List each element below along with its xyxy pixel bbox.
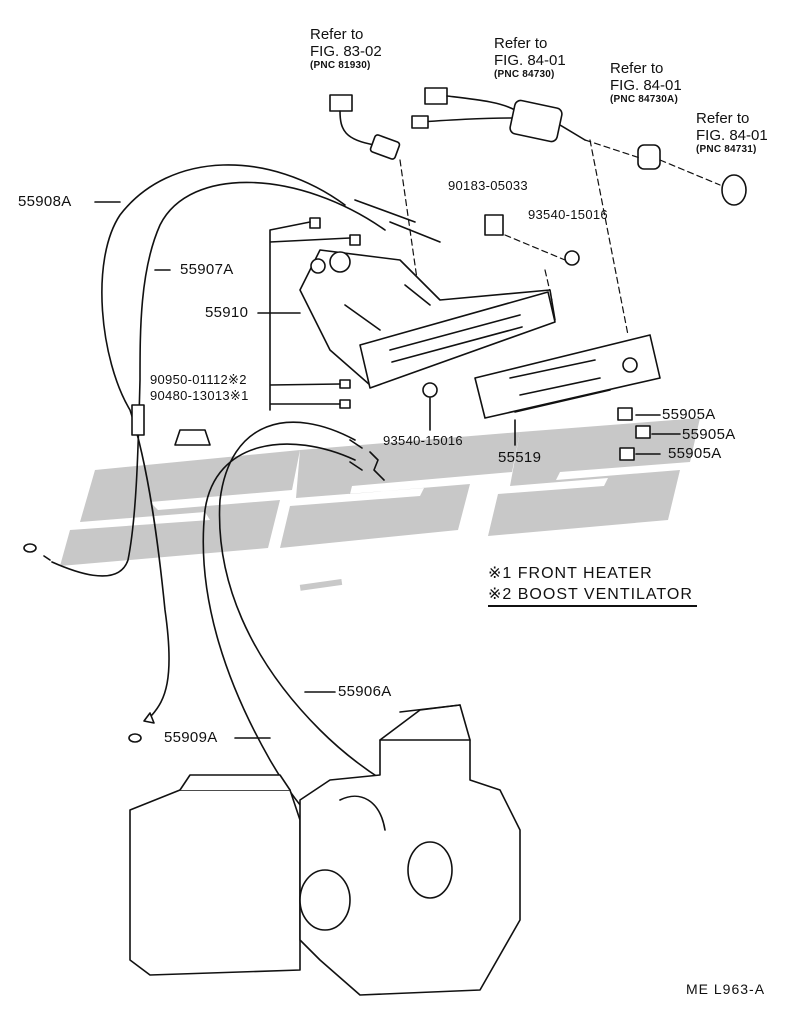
reference-line2: FIG. 84-01	[696, 127, 768, 144]
reference-pnc: (PNC 84730A)	[610, 94, 678, 105]
part-label-55519: 55519	[498, 449, 542, 466]
part-label-55907A: 55907A	[180, 261, 234, 278]
reference-fig-83-02: Refer to FIG. 83-02 (PNC 81930)	[310, 26, 382, 71]
part-label-55908A: 55908A	[18, 193, 72, 210]
reference-fig-84-01-b: Refer to FIG. 84-01 (PNC 84730A)	[610, 60, 682, 105]
reference-line2: FIG. 84-01	[494, 52, 566, 69]
reference-pnc: (PNC 84731)	[696, 144, 757, 155]
reference-fig-84-01-a: Refer to FIG. 84-01 (PNC 84730)	[494, 35, 566, 80]
reference-fig-84-01-c: Refer to FIG. 84-01 (PNC 84731)	[696, 110, 768, 155]
part-label-55906A: 55906A	[338, 683, 392, 700]
part-label-55905A-1: 55905A	[662, 406, 716, 423]
reference-line1: Refer to	[494, 35, 548, 52]
reference-line2: FIG. 83-02	[310, 43, 382, 60]
part-label-55905A-2: 55905A	[682, 426, 736, 443]
part-label-55909A: 55909A	[164, 729, 218, 746]
legend-item-boost-ventilator: ※2 BOOST VENTILATOR	[488, 586, 693, 603]
cable-55908A	[101, 164, 346, 716]
heater-unit	[129, 704, 521, 996]
part-label-90950: 90950-01112※2	[150, 372, 247, 387]
part-label-90183: 90183-05033	[448, 178, 528, 193]
reference-line2: FIG. 84-01	[610, 77, 682, 94]
reference-pnc: (PNC 81930)	[310, 60, 371, 71]
part-label-93540-bottom: 93540-15016	[383, 433, 463, 448]
part-label-55905A-3: 55905A	[668, 445, 722, 462]
part-label-90480: 90480-13013※1	[150, 388, 249, 403]
reference-line1: Refer to	[610, 60, 664, 77]
watermark-logo	[60, 418, 700, 591]
legend: ※1 FRONT HEATER ※2 BOOST VENTILATOR	[488, 563, 697, 607]
reference-line1: Refer to	[310, 26, 364, 43]
control-panel-plate	[474, 334, 661, 419]
reference-pnc: (PNC 84730)	[494, 69, 555, 80]
part-label-55910: 55910	[205, 304, 249, 321]
heater-control-assembly	[299, 249, 556, 389]
reference-line1: Refer to	[696, 110, 750, 127]
part-label-93540-top: 93540-15016	[528, 207, 608, 222]
cable-55907A	[51, 181, 386, 577]
legend-item-front-heater: ※1 FRONT HEATER	[488, 565, 653, 582]
diagram-code: ME L963-A	[686, 981, 766, 997]
